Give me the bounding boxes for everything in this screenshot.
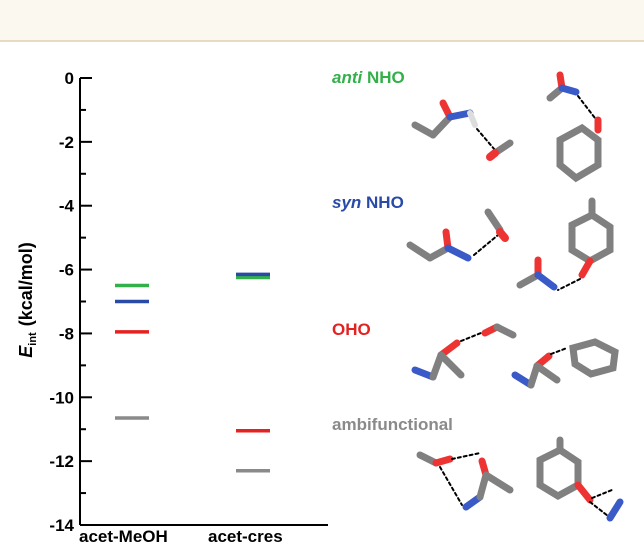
label-ambifunctional: ambifunctional bbox=[332, 415, 453, 434]
energy-levels bbox=[115, 272, 270, 473]
molecule-oho-meoh bbox=[411, 323, 517, 381]
y-tick-label: -2 bbox=[59, 133, 74, 152]
label-anti-rest: NHO bbox=[362, 68, 405, 87]
y-tick-label: 0 bbox=[65, 69, 74, 88]
y-tick-label: -6 bbox=[59, 261, 74, 280]
molecule-syn-meoh bbox=[406, 208, 509, 262]
molecule-oho-cres bbox=[511, 338, 619, 389]
label-oho: OHO bbox=[332, 320, 371, 339]
molecule-anti-meoh bbox=[411, 99, 514, 161]
x-category-label: acet-MeOH bbox=[79, 527, 168, 544]
y-tick-label: -8 bbox=[59, 324, 74, 343]
label-syn-rest: NHO bbox=[361, 193, 404, 212]
header-band bbox=[0, 0, 644, 40]
y-tick-label: -4 bbox=[59, 197, 75, 216]
y-tick-label: -12 bbox=[49, 452, 74, 471]
y-ticks: 0 -2 -4 -6 -8 -10 -12 -14 bbox=[49, 69, 92, 535]
y-axis-label-unit: (kcal/mol) bbox=[16, 242, 36, 326]
label-anti-italic: anti bbox=[332, 68, 363, 87]
x-category-label: acet-cres bbox=[208, 527, 283, 544]
molecule-ambi-meoh bbox=[416, 451, 514, 511]
label-syn-italic: syn bbox=[332, 193, 362, 212]
label-anti-nho: anti NHO bbox=[332, 68, 405, 88]
label-syn-nho: syn NHO bbox=[332, 193, 404, 213]
y-tick-label: -10 bbox=[49, 388, 74, 407]
y-tick-label: -14 bbox=[49, 516, 74, 535]
molecule-anti-cres bbox=[546, 71, 602, 183]
y-axis-label: Eint (kcal/mol) bbox=[16, 242, 39, 358]
header-divider bbox=[0, 40, 644, 42]
molecule-syn-cres bbox=[516, 197, 614, 291]
molecule-ambi-cres bbox=[536, 436, 624, 522]
y-axis-label-symbol: E bbox=[16, 345, 36, 358]
y-axis-label-subscript: int bbox=[27, 332, 39, 346]
